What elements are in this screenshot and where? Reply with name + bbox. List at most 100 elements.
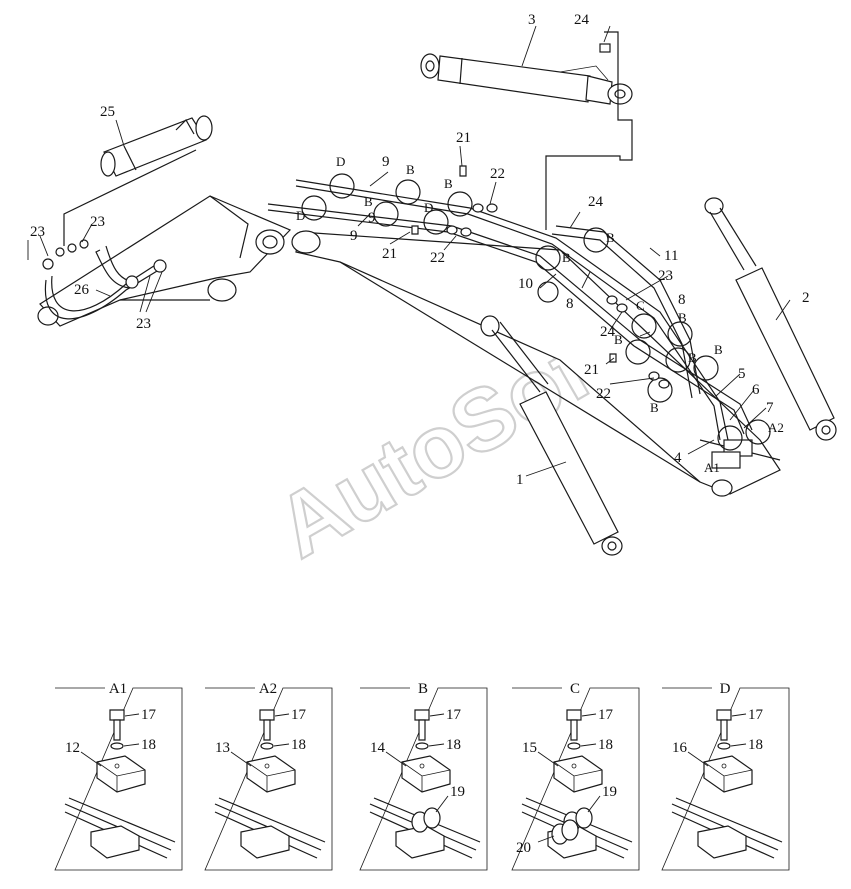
label-clamp-lower: 20 [516,840,531,856]
label-block: 16 [672,740,688,756]
label-block: 12 [65,740,80,756]
callout-24-mid: 24 [588,194,604,210]
detail-frame [359,687,488,871]
clamp-block [553,755,603,793]
leader [429,713,445,717]
bolt-shank [720,719,728,741]
callout-9-mid: 9 [350,228,358,244]
clamp-block [246,755,296,793]
leader [587,795,601,813]
callout-23-mid: 23 [90,214,105,230]
label-washer: 18 [291,737,306,753]
pipe-clamp [423,807,441,829]
callout-5: 5 [738,366,746,382]
label-washer: 18 [141,737,156,753]
detail-title: A1 [109,681,127,697]
hose-26 [42,239,167,320]
marker-b10: B [650,400,659,415]
label-block: 13 [215,740,230,756]
detail-view-c: C 17 18 15 19 20 [511,681,640,871]
marker-b3: B [364,194,373,209]
block-edges [703,761,753,792]
bolt-shank [263,719,271,741]
callout-3: 3 [528,12,536,28]
label-washer: 18 [446,737,461,753]
detail-frame [204,687,333,871]
leader [124,713,140,717]
leader [731,713,747,717]
boom-arm [37,195,292,327]
callout-1: 1 [516,472,524,488]
pipe-clamp-lower [561,819,579,841]
leader [435,795,449,813]
label-bolt: 17 [748,707,764,723]
block-edges [553,761,603,792]
pipe-line [68,797,176,843]
label-washer: 18 [748,737,763,753]
leader [687,751,709,767]
detail-markers [301,173,771,451]
detail-title: A2 [259,681,277,697]
leader [385,751,407,767]
block-edges [401,761,451,792]
bolt-shank [113,719,121,741]
detail-frame [54,687,183,871]
callout-23-bottom: 23 [136,316,151,332]
bolt-head [716,709,732,721]
lower-block [90,825,140,859]
washer [567,742,581,750]
block-edges [96,761,146,792]
leader-lines [27,25,791,477]
callout-23-right: 23 [658,268,673,284]
label-block: 15 [522,740,537,756]
stick-arm [291,230,781,497]
detail-frame [511,687,640,871]
callout-22-mid: 22 [430,250,445,266]
cylinder-25 [63,115,213,246]
marker-a1: A1 [704,460,720,475]
bolt-head [259,709,275,721]
cylinder-1 [480,315,623,556]
callout-21-top: 21 [456,130,471,146]
callout-21-low: 21 [584,362,599,378]
callout-6: 6 [752,382,760,398]
washer [110,742,124,750]
detail-view-a1: A1 17 18 12 [54,681,183,871]
callout-22-top: 22 [490,166,505,182]
callout-22-low: 22 [596,386,611,402]
leader [80,751,102,767]
label-bolt: 17 [141,707,157,723]
cylinder-2 [704,197,837,441]
callout-21-mid: 21 [382,246,397,262]
block-hole [114,763,120,769]
leader [123,743,140,747]
callout-24-top: 24 [574,12,590,28]
leader [230,751,252,767]
leader [537,835,555,843]
clamp-block [96,755,146,793]
label-bolt: 17 [598,707,614,723]
washer [260,742,274,750]
bolt-head [566,709,582,721]
pipe-line [218,797,326,843]
callout-4: 4 [674,450,682,466]
label-clamp: 19 [450,784,465,800]
marker-c1: C [636,298,645,313]
label-clamp: 19 [602,784,617,800]
lower-block [697,825,747,859]
bolt-shank [570,719,578,741]
label-bolt: 17 [446,707,462,723]
callout-7: 7 [766,400,774,416]
detail-title: C [570,681,580,697]
leader [428,743,445,747]
clamp-block [703,755,753,793]
detail-title: B [418,681,428,697]
leader [273,743,290,747]
callout-9-top: 9 [382,154,390,170]
callout-11: 11 [664,248,678,264]
leader [274,713,290,717]
label-washer: 18 [598,737,613,753]
detail-title: D [720,681,731,697]
